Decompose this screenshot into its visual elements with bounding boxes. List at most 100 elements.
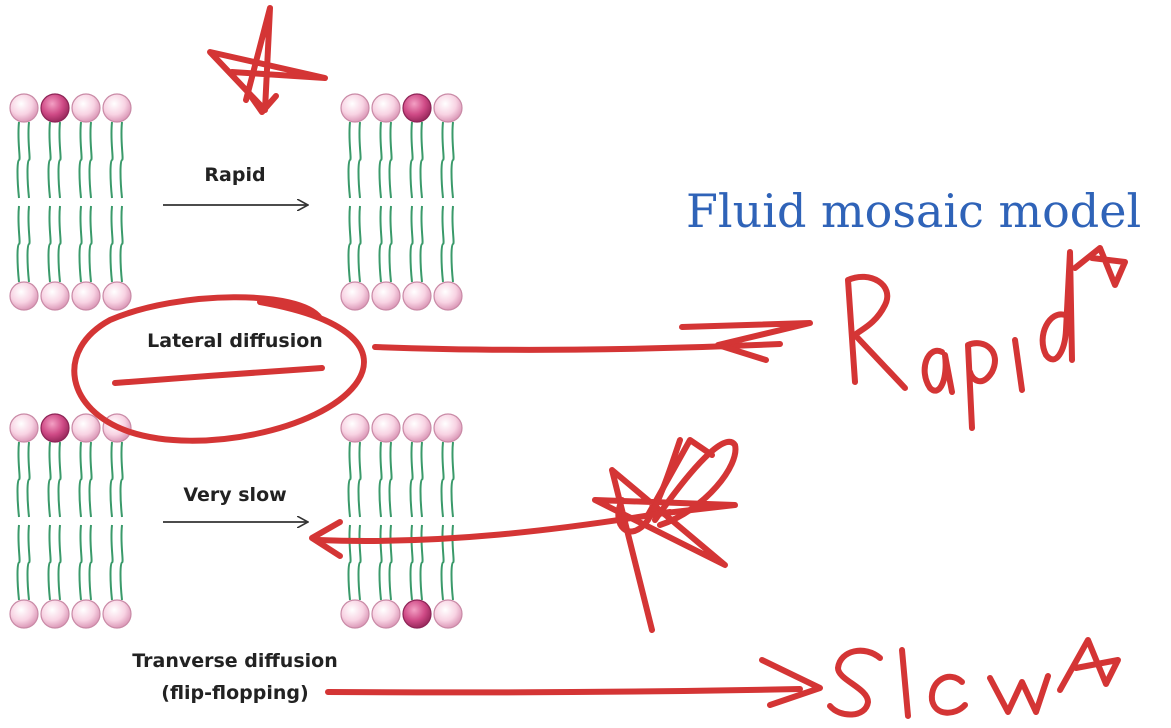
lipid-tail bbox=[47, 121, 52, 199]
lipid-tail bbox=[26, 441, 31, 518]
lipid-tail bbox=[388, 524, 393, 601]
lipid-head bbox=[433, 599, 463, 629]
lipid-head bbox=[433, 281, 463, 311]
lipid-tail bbox=[440, 121, 445, 199]
lipid-tail bbox=[378, 524, 383, 601]
lipid-tail bbox=[388, 441, 393, 518]
lipid-head bbox=[71, 281, 101, 311]
lipid-head bbox=[433, 413, 463, 443]
bilayer-top-left bbox=[9, 93, 132, 311]
handwritten-arrow-very-slow bbox=[315, 509, 673, 544]
lipid-tail bbox=[47, 205, 52, 283]
lipid-head bbox=[71, 599, 101, 629]
lipid-tail bbox=[16, 205, 21, 283]
lipid-tail bbox=[57, 121, 62, 199]
lipid-head bbox=[340, 413, 370, 443]
handwritten-circle bbox=[71, 294, 367, 444]
lipid-tail bbox=[450, 121, 455, 199]
lipid-head-highlighted bbox=[40, 413, 70, 443]
lipid-head bbox=[402, 281, 432, 311]
lipid-head bbox=[102, 281, 132, 311]
rapid-label: Rapid bbox=[204, 164, 266, 186]
lipid-tail bbox=[388, 121, 393, 199]
handwritten-annotations bbox=[71, 5, 1128, 719]
lipid-tail bbox=[357, 121, 362, 199]
lipid-tail bbox=[109, 121, 114, 199]
lipid-tail bbox=[440, 205, 445, 283]
lipid-tail bbox=[409, 121, 414, 199]
handwritten-star-middle bbox=[592, 437, 738, 633]
lipid-tail bbox=[78, 524, 83, 601]
lipid-tail bbox=[88, 441, 93, 518]
lipid-tail bbox=[88, 205, 93, 283]
lipid-tail bbox=[378, 441, 383, 518]
lipid-head bbox=[371, 413, 401, 443]
lipid-tail bbox=[16, 121, 21, 199]
lipid-tail bbox=[409, 205, 414, 283]
bilayer-top-right bbox=[340, 93, 463, 311]
lipid-tail bbox=[378, 121, 383, 199]
lipid-tail bbox=[357, 205, 362, 283]
lipid-tail bbox=[57, 441, 62, 518]
lipid-tail bbox=[388, 205, 393, 283]
lipid-tail bbox=[378, 205, 383, 283]
lipid-head-highlighted bbox=[40, 93, 70, 123]
lipid-head bbox=[9, 93, 39, 123]
lipid-tail bbox=[409, 524, 414, 601]
lipid-tail bbox=[57, 524, 62, 601]
lipid-tail bbox=[78, 205, 83, 283]
lipid-tail bbox=[16, 524, 21, 601]
lipid-tail bbox=[419, 121, 424, 199]
lipid-tail bbox=[119, 524, 124, 601]
flip-flopping-label: (flip-flopping) bbox=[161, 682, 309, 704]
lipid-head bbox=[40, 281, 70, 311]
lipid-tail bbox=[78, 441, 83, 518]
lipid-head bbox=[71, 413, 101, 443]
lipid-tail bbox=[109, 205, 114, 283]
lipid-head bbox=[102, 599, 132, 629]
lipid-tail bbox=[88, 121, 93, 199]
handwritten-star-top bbox=[207, 5, 328, 113]
handwritten-rapid-word bbox=[845, 245, 1128, 431]
bilayer-bottom-left bbox=[9, 413, 132, 629]
lipid-head bbox=[402, 413, 432, 443]
bilayer-bottom-right bbox=[340, 413, 463, 629]
lipid-tail bbox=[419, 441, 424, 518]
lipid-tail bbox=[450, 205, 455, 283]
lipid-tail bbox=[347, 524, 352, 601]
lipid-tail bbox=[409, 441, 414, 518]
lipid-head bbox=[9, 413, 39, 443]
diagram-title: Fluid mosaic model bbox=[686, 184, 1142, 238]
lipid-tail bbox=[57, 205, 62, 283]
handwritten-arrow-slow bbox=[325, 686, 803, 696]
lipid-tail bbox=[440, 441, 445, 518]
lipid-tail bbox=[419, 524, 424, 601]
handwritten-slow-word bbox=[827, 637, 1121, 719]
lipid-head bbox=[71, 93, 101, 123]
lipid-tail bbox=[357, 441, 362, 518]
lipid-tail bbox=[78, 121, 83, 199]
lipid-head-highlighted bbox=[402, 93, 432, 123]
lipid-tail bbox=[109, 524, 114, 601]
lipid-tail bbox=[419, 205, 424, 283]
lipid-tail bbox=[47, 524, 52, 601]
lipid-tail bbox=[26, 524, 31, 601]
lipid-head bbox=[433, 93, 463, 123]
lipid-head bbox=[40, 599, 70, 629]
lipid-tail bbox=[347, 441, 352, 518]
lipid-tail bbox=[119, 121, 124, 199]
lipid-head bbox=[340, 281, 370, 311]
lipid-head bbox=[9, 281, 39, 311]
lipid-tail bbox=[16, 441, 21, 518]
lipid-tail bbox=[47, 441, 52, 518]
lipid-tail bbox=[119, 441, 124, 518]
lipid-head bbox=[340, 93, 370, 123]
lipid-tail bbox=[357, 524, 362, 601]
lipid-tail bbox=[347, 121, 352, 199]
lipid-head bbox=[340, 599, 370, 629]
lipid-tail bbox=[26, 121, 31, 199]
lipid-head bbox=[371, 93, 401, 123]
lipid-tail bbox=[450, 441, 455, 518]
lipid-tail bbox=[109, 441, 114, 518]
